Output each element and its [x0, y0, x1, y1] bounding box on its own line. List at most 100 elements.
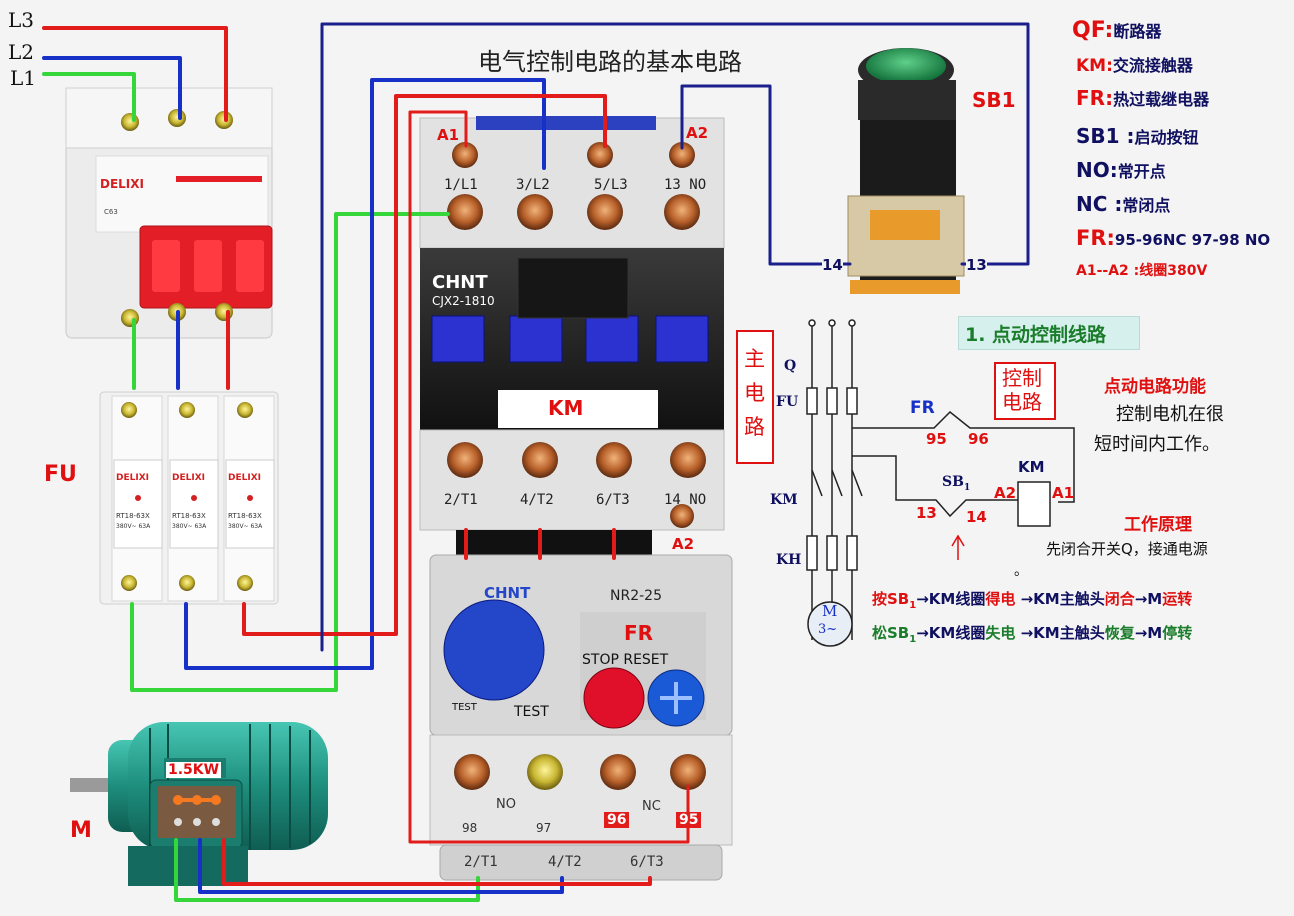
legend-item: FR:热过载继电器 — [1076, 86, 1209, 110]
button-label: SB1 — [972, 88, 1016, 112]
legend-item: KM:交流接触器 — [1076, 52, 1193, 76]
contactor-terminal-6t3: 6/T3 — [596, 492, 630, 508]
press-segment: →KM线圈 — [916, 590, 986, 608]
fuse-rating: 380V~ 63A — [228, 523, 263, 530]
release-segment: 松SB — [872, 624, 910, 642]
schematic-fr-95: 95 — [926, 430, 947, 448]
motor-label: M — [70, 818, 92, 843]
motor-power: 1.5KW — [166, 762, 222, 778]
relay-brand: CHNT — [484, 584, 531, 602]
release-segment: →KM线圈 — [916, 624, 986, 642]
legend-value: 常闭点 — [1122, 196, 1171, 215]
press-segment: 运转 — [1162, 590, 1193, 608]
legend-value: 交流接触器 — [1112, 56, 1193, 75]
legend-value: 热过载继电器 — [1113, 90, 1210, 109]
principle-press-line: 按SB1→KM线圈得电 →KM主触头闭合→M运转 — [872, 588, 1192, 611]
schematic — [806, 319, 1075, 647]
schematic-fr-96: 96 — [968, 430, 989, 448]
relay-terminal-96: 96 — [604, 812, 630, 828]
schematic-kh-label: KH — [776, 552, 802, 568]
schematic-motor-3: 3~ — [818, 622, 838, 637]
legend-key: QF: — [1072, 18, 1114, 43]
contactor-terminal-1l1: 1/L1 — [444, 177, 478, 193]
relay-terminal-95: 95 — [676, 812, 702, 828]
control-circuit-label: 控制电路 — [1002, 366, 1042, 414]
breaker-model: C63 — [104, 208, 118, 216]
line-l1-label: L1 — [10, 66, 37, 90]
button-terminal-13: 13 — [966, 256, 987, 274]
relay-stop-reset: STOP RESET — [582, 652, 669, 668]
schematic-km-label: KM — [770, 492, 798, 508]
press-segment: 按SB — [872, 590, 910, 608]
press-segment: →KM主触头 — [1015, 590, 1105, 608]
fuse-model: RT18-63X — [228, 512, 262, 520]
breaker-bottom-screw — [215, 303, 233, 321]
fuse-model: RT18-63X — [116, 512, 150, 520]
contactor-terminal-14no: 14 NO — [664, 492, 706, 508]
line-l3-label: L3 — [8, 8, 35, 32]
coil-a2-bottom-label: A2 — [672, 535, 694, 553]
legend-key: KM: — [1076, 56, 1113, 76]
relay-label: FR — [624, 621, 653, 645]
relay-terminal-97: 97 — [536, 821, 551, 835]
principle-title: 工作原理 — [1124, 515, 1192, 535]
schematic-fr-label: FR — [910, 398, 935, 418]
relay-terminal-98: 98 — [462, 821, 477, 835]
press-segment: 得电 — [985, 590, 1016, 608]
section-title-box: 1. 点动控制线路 — [958, 316, 1140, 350]
breaker-top-screw — [168, 109, 186, 127]
relay-nc: NC — [642, 799, 661, 814]
press-segment: 闭合 — [1104, 590, 1135, 608]
release-segment: 1 — [909, 634, 917, 645]
schematic-motor-m: M — [822, 602, 838, 620]
breaker-top-screw — [121, 113, 139, 131]
relay-no: NO — [496, 797, 516, 812]
release-segment: →KM主触头 — [1015, 624, 1105, 642]
legend-value: 线圈380V — [1139, 263, 1208, 279]
line-l2-label: L2 — [8, 40, 35, 64]
legend-item: SB1 :启动按钮 — [1076, 124, 1199, 148]
function-line1: 控制电机在很 — [1116, 404, 1224, 425]
breaker-bottom-screw — [121, 309, 139, 327]
press-segment: 1 — [909, 600, 917, 611]
contactor: CHNT CJX2-1810 KM A1 A2 A2 1/L1 3/L2 5/L… — [419, 116, 725, 566]
breaker-brand: DELIXI — [100, 177, 144, 191]
legend-item: QF:断路器 — [1072, 18, 1161, 43]
principle-dot: 。 — [1014, 563, 1028, 579]
schematic-coil-km: KM — [1018, 458, 1045, 476]
main-circuit-label: 主电路 — [744, 347, 765, 439]
fuse-brand: DELIXI — [116, 473, 149, 483]
release-segment: 失电 — [985, 624, 1016, 642]
legend-key: NC : — [1076, 192, 1123, 216]
legend-key: FR: — [1076, 226, 1115, 250]
fuse-label: FU — [44, 462, 77, 487]
legend-item: NC :常闭点 — [1076, 192, 1170, 216]
release-segment: 恢复 — [1104, 624, 1135, 642]
page-title: 电气控制电路的基本电路 — [478, 48, 742, 76]
legend-key: FR: — [1076, 86, 1114, 110]
legend-key: SB1 : — [1076, 124, 1135, 148]
legend-value: 断路器 — [1113, 22, 1162, 41]
control-circuit-box: 控制电路 — [994, 362, 1056, 420]
principle-release-line: 松SB1→KM线圈失电 →KM主触头恢复→M停转 — [872, 622, 1192, 645]
fuse-rating: 380V~ 63A — [172, 523, 207, 530]
main-circuit-box: 主电路 — [736, 330, 774, 464]
relay-test-small: TEST — [451, 702, 478, 713]
schematic-sb-text: SB — [942, 474, 964, 490]
motor — [70, 722, 328, 886]
contactor-model: CJX2-1810 — [432, 294, 495, 308]
contactor-terminal-13no: 13 NO — [664, 177, 706, 193]
relay-model: NR2-25 — [610, 588, 662, 604]
contactor-label: KM — [548, 396, 583, 420]
legend-value: 启动按钮 — [1134, 128, 1199, 147]
thermal-relay: CHNT NR2-25 FR STOP RESET TEST TEST NO N… — [429, 554, 733, 881]
start-pushbutton — [847, 48, 965, 294]
fuse-block: DELIXI RT18-63X 380V~ 63A DELIXI RT18-63… — [99, 391, 279, 605]
coil-a2-label: A2 — [686, 124, 708, 142]
schematic-sb-13: 13 — [916, 504, 937, 522]
fuse-rating: 380V~ 63A — [116, 523, 151, 530]
schematic-sb-sub: 1 — [963, 482, 971, 493]
legend-item: NO:常开点 — [1076, 158, 1166, 182]
press-segment: →M — [1134, 590, 1163, 608]
